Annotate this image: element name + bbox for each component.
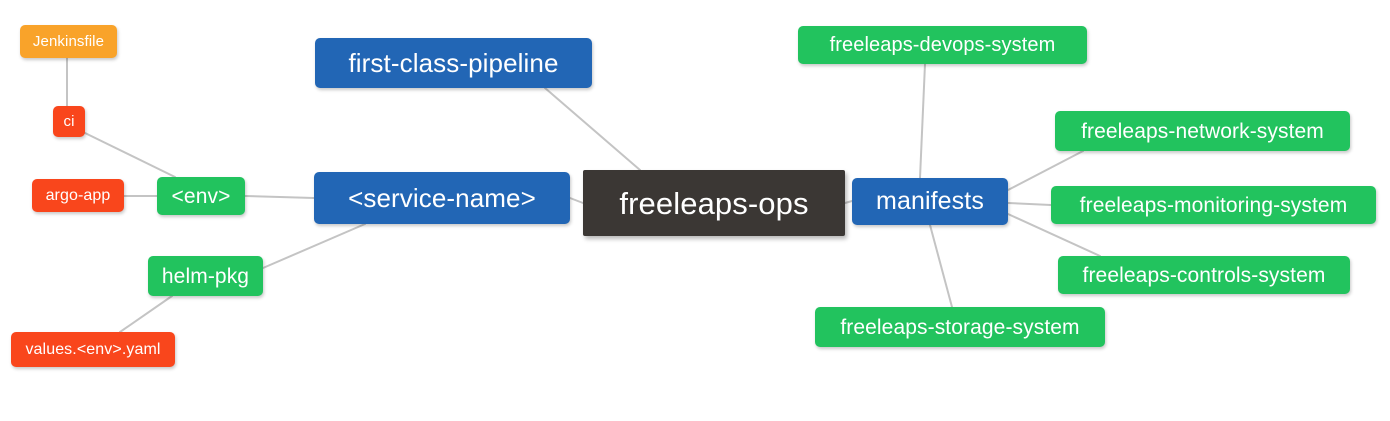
edge-manifests-to-freeleaps-devops-system: [919, 63, 926, 179]
mindmap-node-label: <env>: [171, 184, 231, 208]
edge-freeleaps-ops-to-first-class-pipeline: [544, 87, 641, 171]
mindmap-node-label: argo-app: [45, 186, 111, 204]
mindmap-node-label: first-class-pipeline: [348, 48, 559, 78]
mindmap-node-values-env-yaml[interactable]: values.<env>.yaml: [11, 332, 175, 367]
mindmap-node-freeleaps-network-system[interactable]: freeleaps-network-system: [1055, 111, 1350, 151]
mindmap-node-label: freeleaps-ops: [619, 185, 809, 221]
edge-env-to-ci: [84, 132, 176, 178]
mindmap-node-label: freeleaps-network-system: [1081, 119, 1324, 143]
mindmap-node-freeleaps-controls-system[interactable]: freeleaps-controls-system: [1058, 256, 1350, 294]
mindmap-node-label: manifests: [876, 187, 984, 215]
mindmap-node-manifests[interactable]: manifests: [852, 178, 1008, 225]
mindmap-node-label: freeleaps-controls-system: [1082, 263, 1326, 287]
edge-manifests-to-freeleaps-monitoring-system: [1007, 202, 1052, 206]
edge-manifests-to-freeleaps-storage-system: [929, 224, 953, 308]
mindmap-node-label: values.<env>.yaml: [25, 340, 161, 358]
edge-service-name-to-env: [244, 195, 315, 199]
mindmap-node-freeleaps-ops[interactable]: freeleaps-ops: [583, 170, 845, 236]
edge-freeleaps-ops-to-manifests: [844, 200, 853, 204]
edge-freeleaps-ops-to-service-name: [569, 197, 584, 204]
edge-manifests-to-freeleaps-network-system: [1007, 150, 1084, 191]
mindmap-node-label: ci: [63, 113, 75, 130]
mindmap-node-freeleaps-monitoring-system[interactable]: freeleaps-monitoring-system: [1051, 186, 1376, 224]
mindmap-node-label: freeleaps-devops-system: [829, 34, 1056, 56]
mindmap-node-label: freeleaps-monitoring-system: [1079, 193, 1348, 217]
mindmap-node-freeleaps-storage-system[interactable]: freeleaps-storage-system: [815, 307, 1105, 347]
mindmap-node-env[interactable]: <env>: [157, 177, 245, 215]
mindmap-node-first-class-pipeline[interactable]: first-class-pipeline: [315, 38, 592, 88]
mindmap-node-label: helm-pkg: [161, 264, 250, 288]
mindmap-node-ci[interactable]: ci: [53, 106, 85, 137]
mindmap-node-service-name[interactable]: <service-name>: [314, 172, 570, 224]
mindmap-node-freeleaps-devops-system[interactable]: freeleaps-devops-system: [798, 26, 1087, 64]
mindmap-node-jenkinsfile[interactable]: Jenkinsfile: [20, 25, 117, 58]
mindmap-node-label: freeleaps-storage-system: [840, 315, 1080, 339]
edge-service-name-to-helm-pkg: [262, 223, 366, 269]
edge-helm-pkg-to-values-env-yaml: [119, 295, 173, 333]
mindmap-node-helm-pkg[interactable]: helm-pkg: [148, 256, 263, 296]
mindmap-node-label: Jenkinsfile: [32, 33, 105, 50]
mindmap-node-label: <service-name>: [348, 183, 536, 213]
mindmap-node-argo-app[interactable]: argo-app: [32, 179, 124, 212]
